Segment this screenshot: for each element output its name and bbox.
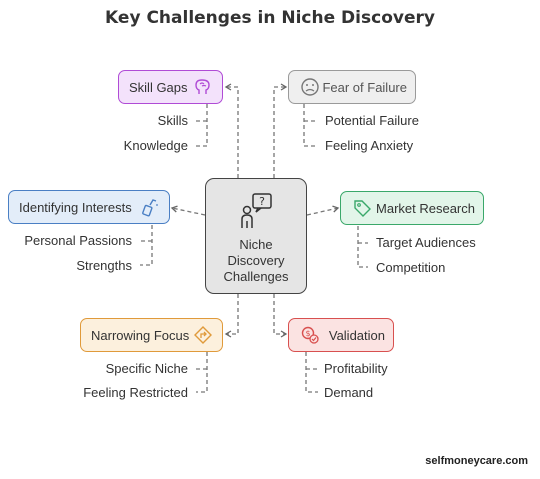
node-narrowing-focus-label: Narrowing Focus <box>91 327 190 343</box>
person-question-icon: ? <box>241 193 272 228</box>
central-node-line3: Challenges <box>223 269 289 284</box>
brain-icon <box>192 76 214 98</box>
leaf-strengths: Strengths <box>76 258 132 273</box>
worried-face-icon <box>299 76 321 98</box>
footer-credit: selfmoneycare.com <box>425 455 528 467</box>
central-node-line2: Discovery <box>227 253 285 268</box>
leaf-personal-passions: Personal Passions <box>24 233 132 248</box>
node-validation-label: Validation <box>328 327 385 343</box>
leaf-competition: Competition <box>376 260 446 275</box>
leaf-target-audiences: Target Audiences <box>376 235 476 250</box>
leaf-knowledge: Knowledge <box>123 138 188 153</box>
node-market-research-label: Market Research <box>376 200 475 216</box>
central-node: ? Niche Discovery Challenges <box>205 178 307 294</box>
node-validation: $ Validation <box>288 318 394 352</box>
node-narrowing-focus: Narrowing Focus <box>80 318 223 352</box>
diagram-title: Key Challenges in Niche Discovery <box>105 8 435 28</box>
svg-text:$: $ <box>305 329 310 338</box>
leaf-potential-failure: Potential Failure <box>325 113 419 128</box>
leaf-profitability: Profitability <box>324 361 388 376</box>
leaf-skills: Skills <box>157 113 188 128</box>
leaf-feeling-restricted: Feeling Restricted <box>83 385 188 400</box>
tag-icon <box>351 197 373 219</box>
money-check-icon: $ <box>299 324 321 346</box>
node-fear-of-failure: Fear of Failure <box>288 70 416 104</box>
node-skill-gaps: Skill Gaps <box>118 70 223 104</box>
leaf-demand: Demand <box>324 385 374 400</box>
node-fear-of-failure-label: Fear of Failure <box>322 79 407 95</box>
node-identifying-interests-label: Identifying Interests <box>19 199 132 215</box>
direction-sign-icon <box>192 324 214 346</box>
central-node-label: Niche Discovery Challenges <box>223 237 288 285</box>
svg-text:?: ? <box>259 195 265 208</box>
node-skill-gaps-label: Skill Gaps <box>129 79 188 95</box>
leaf-feeling-anxiety: Feeling Anxiety <box>325 138 414 153</box>
node-market-research: Market Research <box>340 191 484 225</box>
node-identifying-interests: Identifying Interests <box>8 190 170 224</box>
spray-bottle-icon <box>139 196 161 218</box>
leaf-specific-niche: Specific Niche <box>105 361 188 376</box>
central-node-line1: Niche <box>239 237 273 252</box>
